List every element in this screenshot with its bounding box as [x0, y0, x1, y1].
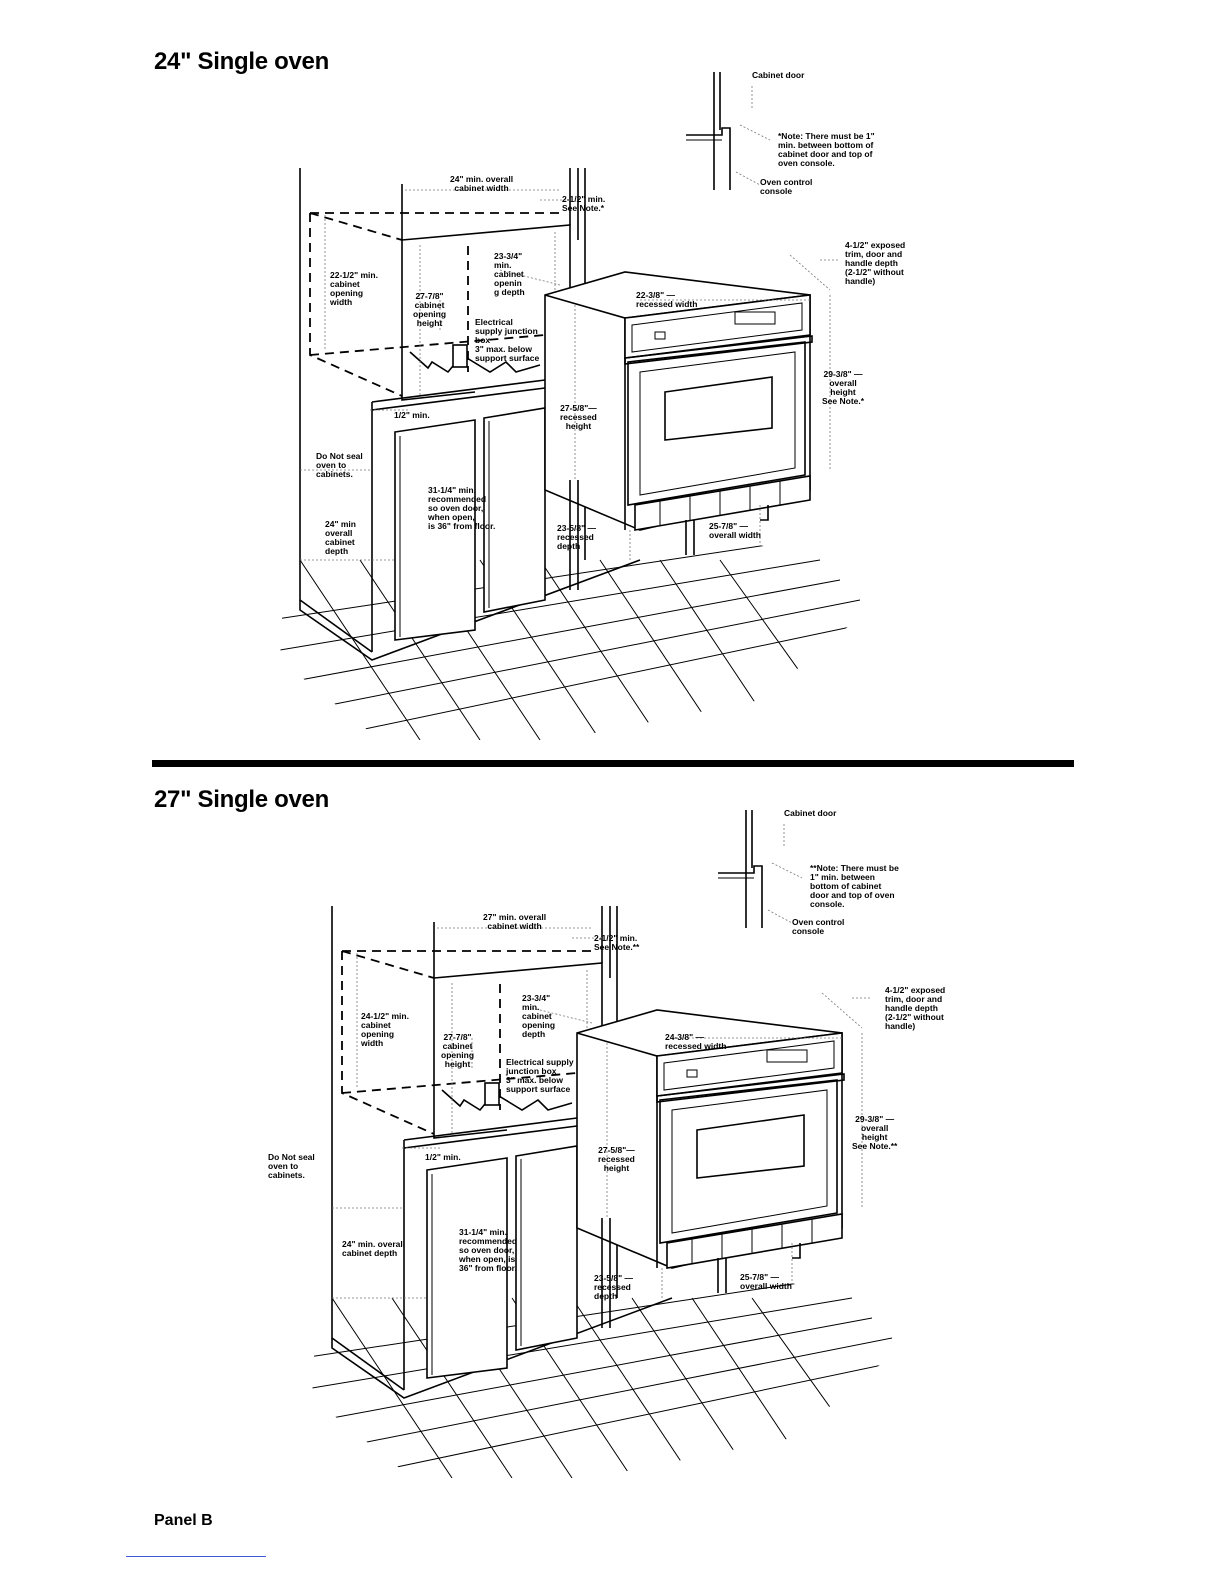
bottom-rule — [126, 1556, 266, 1557]
label-note: *Note: There must be 1"min. between bott… — [778, 131, 875, 168]
title-24-single-oven: 24" Single oven — [154, 48, 329, 75]
label-half-min: 1/2" min. — [394, 410, 430, 420]
label-recessed-width: 22-3/8" —recessed width — [636, 290, 698, 309]
label-half-min: 1/2" min. — [425, 1152, 461, 1162]
panel-label: Panel B — [154, 1512, 213, 1529]
label-clearance: 2-1/2" min.See Note.* — [562, 194, 606, 213]
label-overall-width: 25-7/8" —overall width — [740, 1272, 792, 1291]
label-cabinet-door: Cabinet door — [784, 808, 837, 818]
label-cabinet-door: Cabinet door — [752, 70, 805, 80]
label-clearance: 2-1/2" min.See Note.** — [594, 933, 640, 952]
diagram-27-drawing — [302, 810, 892, 1478]
label-recessed-width: 24-3/8" —recessed width — [665, 1032, 727, 1051]
title-27-single-oven: 27" Single oven — [154, 786, 329, 813]
label-overall-width: 25-7/8" —overall width — [709, 521, 761, 540]
section-divider — [152, 760, 1074, 767]
